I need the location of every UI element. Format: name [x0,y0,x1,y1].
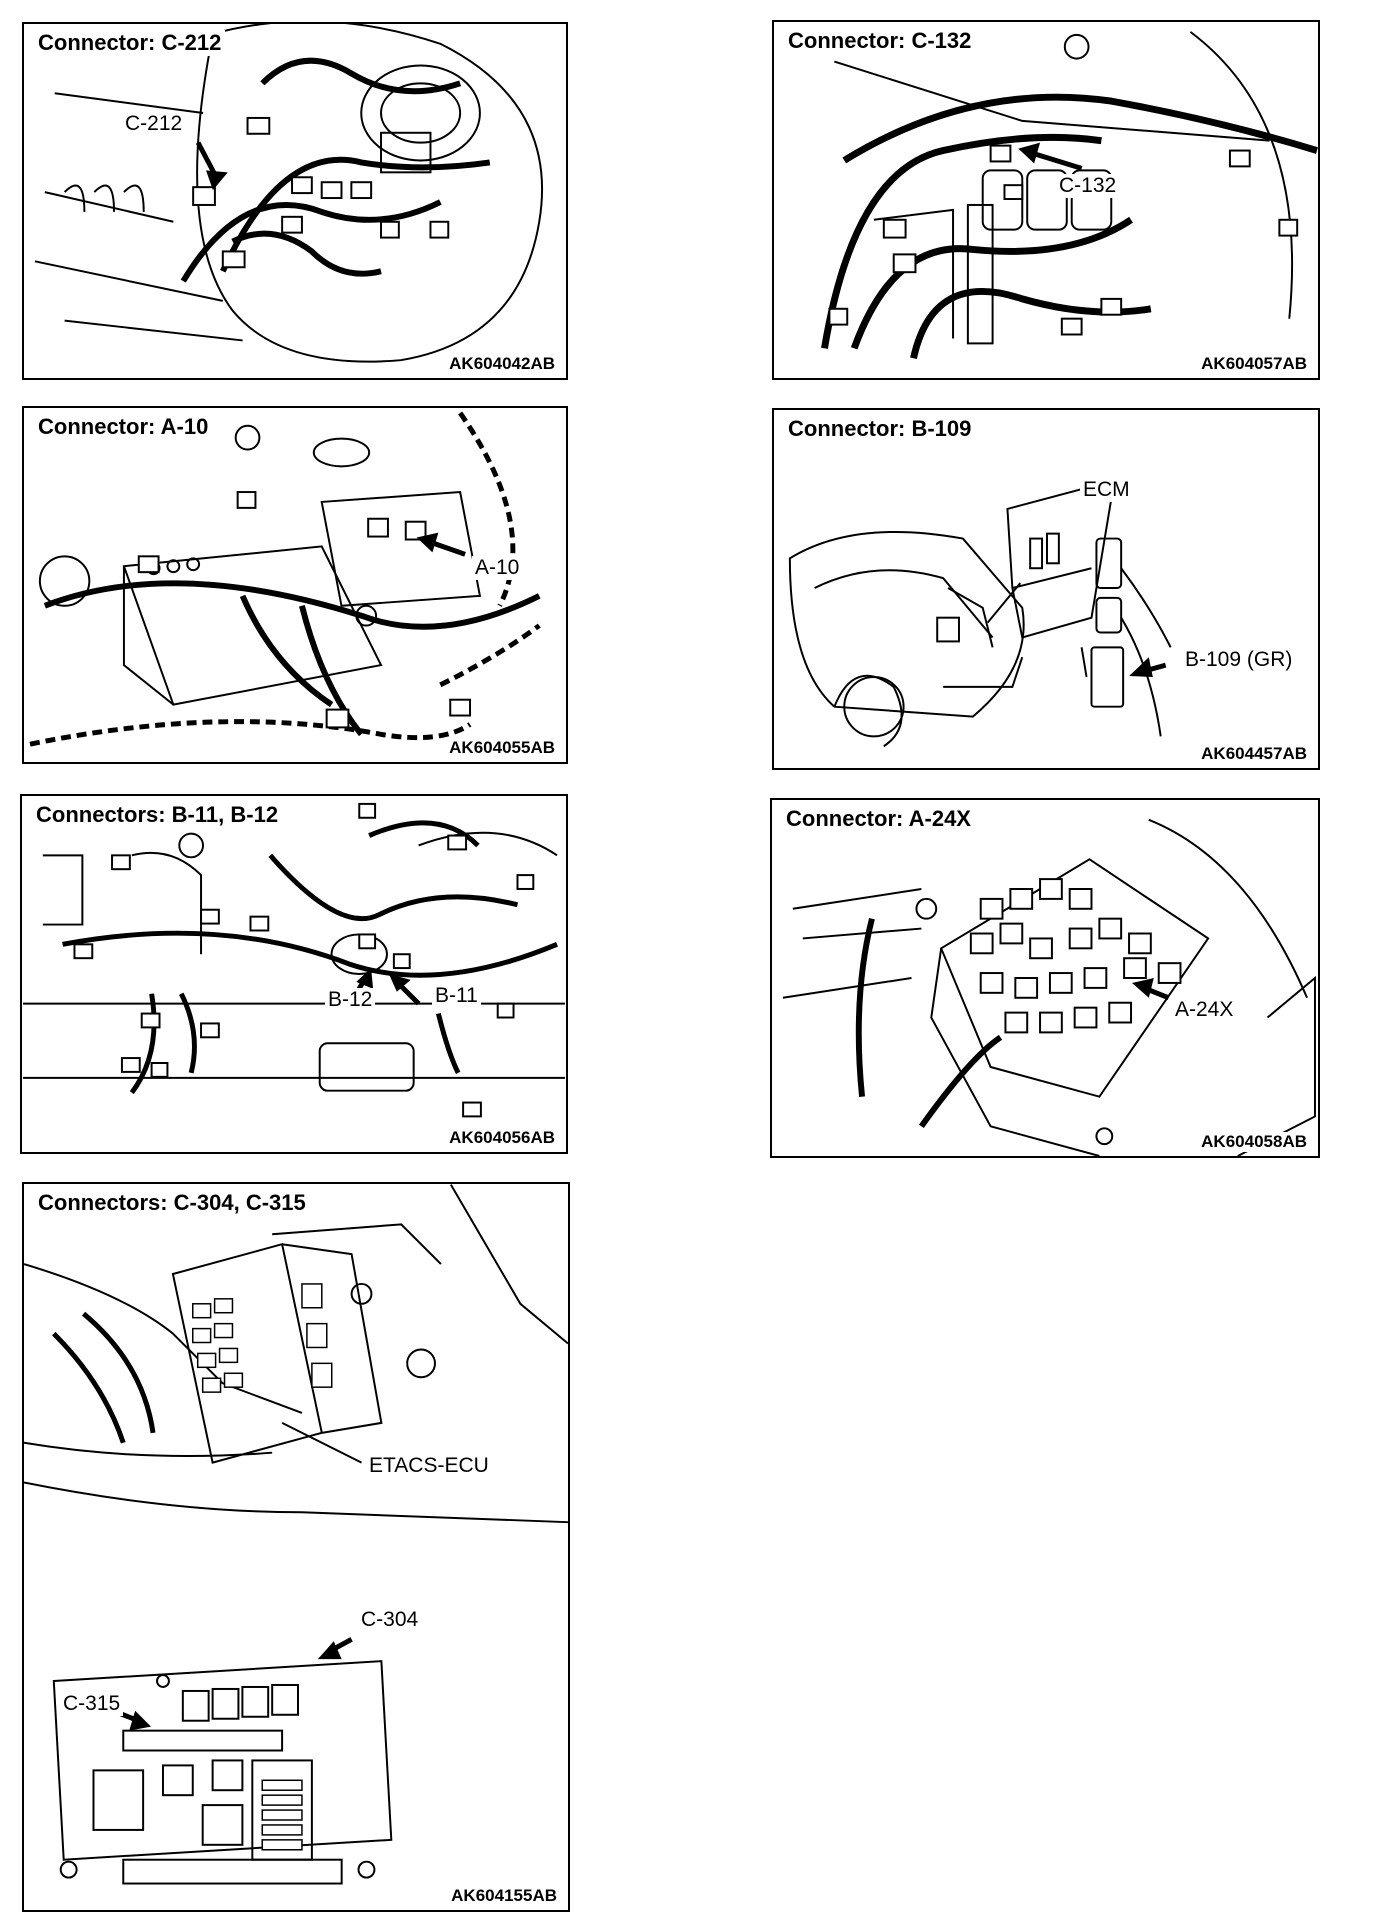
callout-c212: C-212 [122,112,186,136]
diagram-rear-harness-area [23,802,565,1118]
panel-connectors-c304-c315: Connectors: C-304, C-315 ETACS-ECU C-304… [22,1182,570,1912]
figure-code: AK604457AB [1198,744,1310,764]
panel-title: Connector: A-10 [34,414,213,440]
panel-title: Connectors: B-11, B-12 [32,802,283,828]
diagram-engine-bay-battery-area [29,411,541,747]
diagram-steering-column-area [34,24,544,363]
panel-connector-b109: Connector: B-109 ECM B-109 (GR) AK604457… [772,408,1320,770]
callout-a10: A-10 [472,556,523,580]
callout-c315: C-315 [60,1692,124,1716]
panel-connectors-b11-b12: Connectors: B-11, B-12 B-12 B-11 AK60405… [20,794,568,1154]
diagram-relay-box-area [782,818,1316,1156]
figure-code: AK604042AB [446,354,558,374]
panel-connector-a10: Connector: A-10 A-10 AK604055AB [22,406,568,764]
panel-connector-c212: Connector: C-212 C-212 AK604042AB [22,22,568,380]
panel-connector-a24x: Connector: A-24X A-24X AK604058AB [770,798,1320,1158]
panel-title: Connector: B-109 [784,416,976,442]
diagram-ecm-location [788,488,1172,748]
callout-b11: B-11 [432,984,481,1008]
callout-c132: C-132 [1056,174,1120,198]
callout-ecm: ECM [1080,478,1133,502]
figure-code: AK604155AB [448,1886,560,1906]
figure-code: AK604058AB [1198,1132,1310,1152]
panel-title: Connector: C-212 [34,30,226,56]
diagram-dash-harness-area [821,31,1318,359]
callout-c304: C-304 [358,1608,422,1632]
panel-connector-c132: Connector: C-132 C-132 AK604057AB [772,20,1320,380]
callout-a24x: A-24X [1172,998,1237,1022]
panel-title: Connector: A-24X [782,806,975,832]
panel-title: Connectors: C-304, C-315 [34,1190,310,1216]
figure-code: AK604056AB [446,1128,558,1148]
callout-etacs-ecu: ETACS-ECU [366,1454,492,1478]
figure-code: AK604055AB [446,738,558,758]
diagram-etacs-ecu [24,1184,568,1885]
callout-b12: B-12 [325,988,376,1012]
callout-b109: B-109 (GR) [1182,648,1296,672]
figure-code: AK604057AB [1198,354,1310,374]
panel-title: Connector: C-132 [784,28,976,54]
